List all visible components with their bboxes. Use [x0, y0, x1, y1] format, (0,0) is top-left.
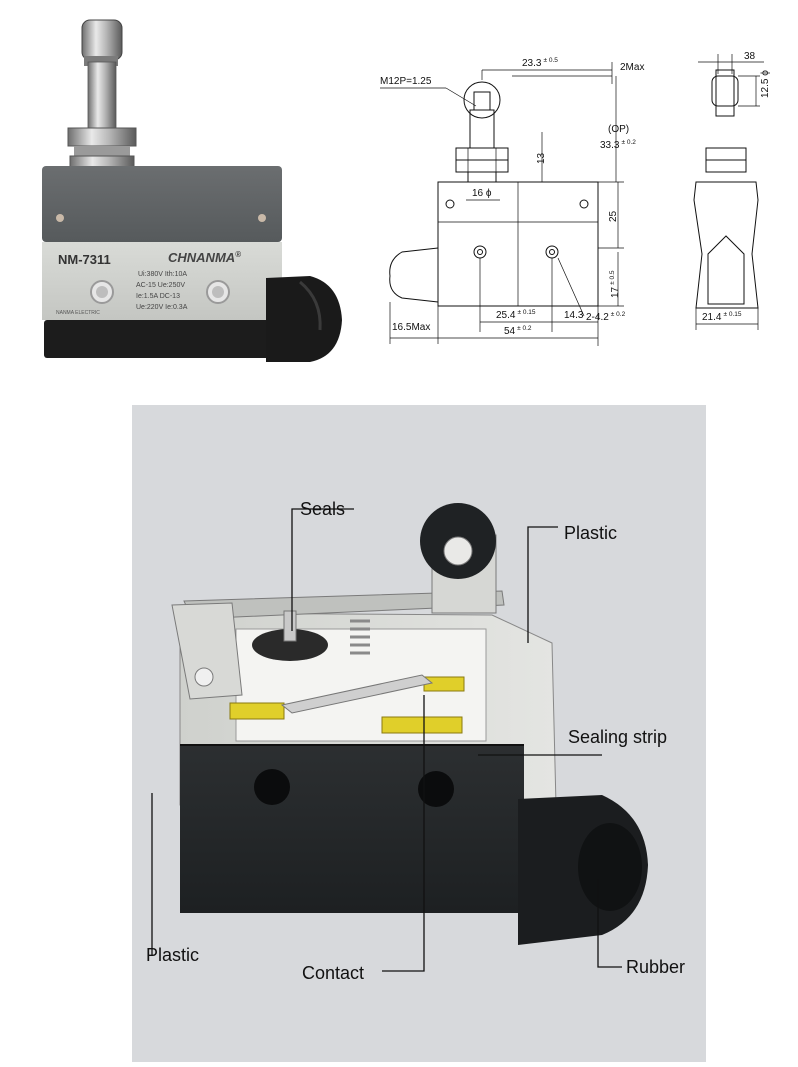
- dim-op-value: 33.3± 0.2: [600, 139, 636, 151]
- corner-hole-left: [445, 199, 455, 209]
- lower-body: [180, 745, 524, 913]
- front-dimension-drawing: 23.3± 0.5 2Max M12P=1.25 (OP) 33.3± 0.2 …: [372, 40, 652, 360]
- leader-seals: [291, 508, 354, 631]
- brand-text: CHNANMA®: [168, 250, 241, 265]
- dim-plunger-max: 16.5Max: [392, 322, 430, 333]
- dim-hole-height: 17± 0.5: [609, 270, 621, 298]
- plunger-shaft: [87, 61, 117, 135]
- neck-outline: [467, 171, 497, 183]
- mount-hole-left-inner: [96, 286, 108, 298]
- label-plastic-bottom: Plastic: [146, 945, 199, 965]
- label-sealing-strip: Sealing strip: [568, 727, 667, 747]
- roller-head: [81, 19, 123, 66]
- seal-dome: [252, 629, 328, 661]
- dim-thread: M12P=1.25: [380, 76, 432, 87]
- side-nut-lower: [705, 159, 747, 173]
- dim-edge-offset: 14.3: [564, 310, 584, 321]
- mount-hole-a: [473, 245, 487, 259]
- spec-line-3: Ie:1.5A DC-13: [136, 293, 180, 300]
- contact-terminal-left: [229, 702, 285, 720]
- contact-terminal-mid: [423, 676, 465, 692]
- mount-hole-b: [545, 245, 559, 259]
- side-dim-base-width: 21.4± 0.15: [702, 311, 742, 323]
- label-seals: Seals: [300, 499, 345, 519]
- rubber-boot-tip: [578, 823, 642, 911]
- spec-line-2: AC-15 Ue:250V: [136, 282, 185, 289]
- leader-rubber: [597, 879, 622, 968]
- dim-shaft-dia: 16 ϕ: [472, 188, 492, 199]
- dim-hole-spacing: 25.4± 0.15: [496, 309, 536, 321]
- nut-upper: [455, 147, 509, 161]
- spring: [350, 619, 370, 655]
- dim-op-label: (OP): [608, 124, 629, 135]
- dim-total-width: 54± 0.2: [504, 325, 532, 337]
- body-hole-left: [254, 769, 290, 805]
- roller-outline: [463, 81, 501, 119]
- screw-right: [258, 214, 266, 222]
- spec-line-4: Ue:220V Ie:0.3A: [136, 304, 188, 311]
- switch-body-top: [42, 166, 282, 242]
- boot-outline: [389, 247, 439, 303]
- lever-bracket: [171, 602, 243, 700]
- spec-line-1: Ui:380V Ith:10A: [138, 271, 187, 278]
- side-shaft: [715, 69, 735, 117]
- nut-lower: [455, 159, 509, 173]
- dim-2max: 2Max: [620, 62, 644, 73]
- side-body: [693, 181, 759, 309]
- dim-body-height: 25: [608, 210, 619, 222]
- dim-shaft-height: 13: [536, 152, 547, 164]
- model-text: NM-7311: [58, 252, 111, 267]
- label-contact: Contact: [302, 963, 364, 983]
- roller-pin: [473, 91, 491, 111]
- side-nut-upper: [705, 147, 747, 161]
- maker-text: NANMA ELECTRIC: [56, 310, 100, 316]
- contact-leaf: [280, 674, 434, 714]
- contact-terminal-right: [381, 716, 463, 734]
- leader-plastic-top: [527, 526, 558, 643]
- label-band: [42, 242, 282, 320]
- leader-contact: [382, 695, 425, 972]
- side-roller: [711, 75, 739, 107]
- mount-hole-right-inner: [212, 286, 224, 298]
- side-dimension-drawing: 38 12.5 ϕ 21.4± 0.15: [672, 40, 792, 340]
- dim-holes: 2-4.2± 0.2: [586, 311, 626, 323]
- screw-left: [56, 214, 64, 222]
- body-hole-right: [418, 771, 454, 807]
- switch-body-bottom: [44, 320, 282, 358]
- roller-axle: [443, 536, 473, 566]
- cutaway-illustration: Seals Plastic Sealing strip Plastic Cont…: [132, 405, 706, 1062]
- dim-width-top: 23.3± 0.5: [522, 57, 558, 69]
- side-dim-top-width: 38: [744, 51, 756, 62]
- corner-hole-right: [579, 199, 589, 209]
- seal-plunger: [283, 610, 297, 642]
- label-plastic-top: Plastic: [564, 523, 617, 543]
- rubber-boot: [266, 276, 342, 362]
- rubber-boot-highlight: [299, 280, 322, 331]
- side-dim-roller-dia: 12.5 ϕ: [760, 70, 771, 98]
- product-photo: NM-7311 CHNANMA® Ui:380V Ith:10A AC-15 U…: [0, 0, 360, 380]
- pivot-pin: [194, 667, 214, 687]
- label-rubber: Rubber: [626, 957, 685, 977]
- side-boot: [707, 235, 745, 305]
